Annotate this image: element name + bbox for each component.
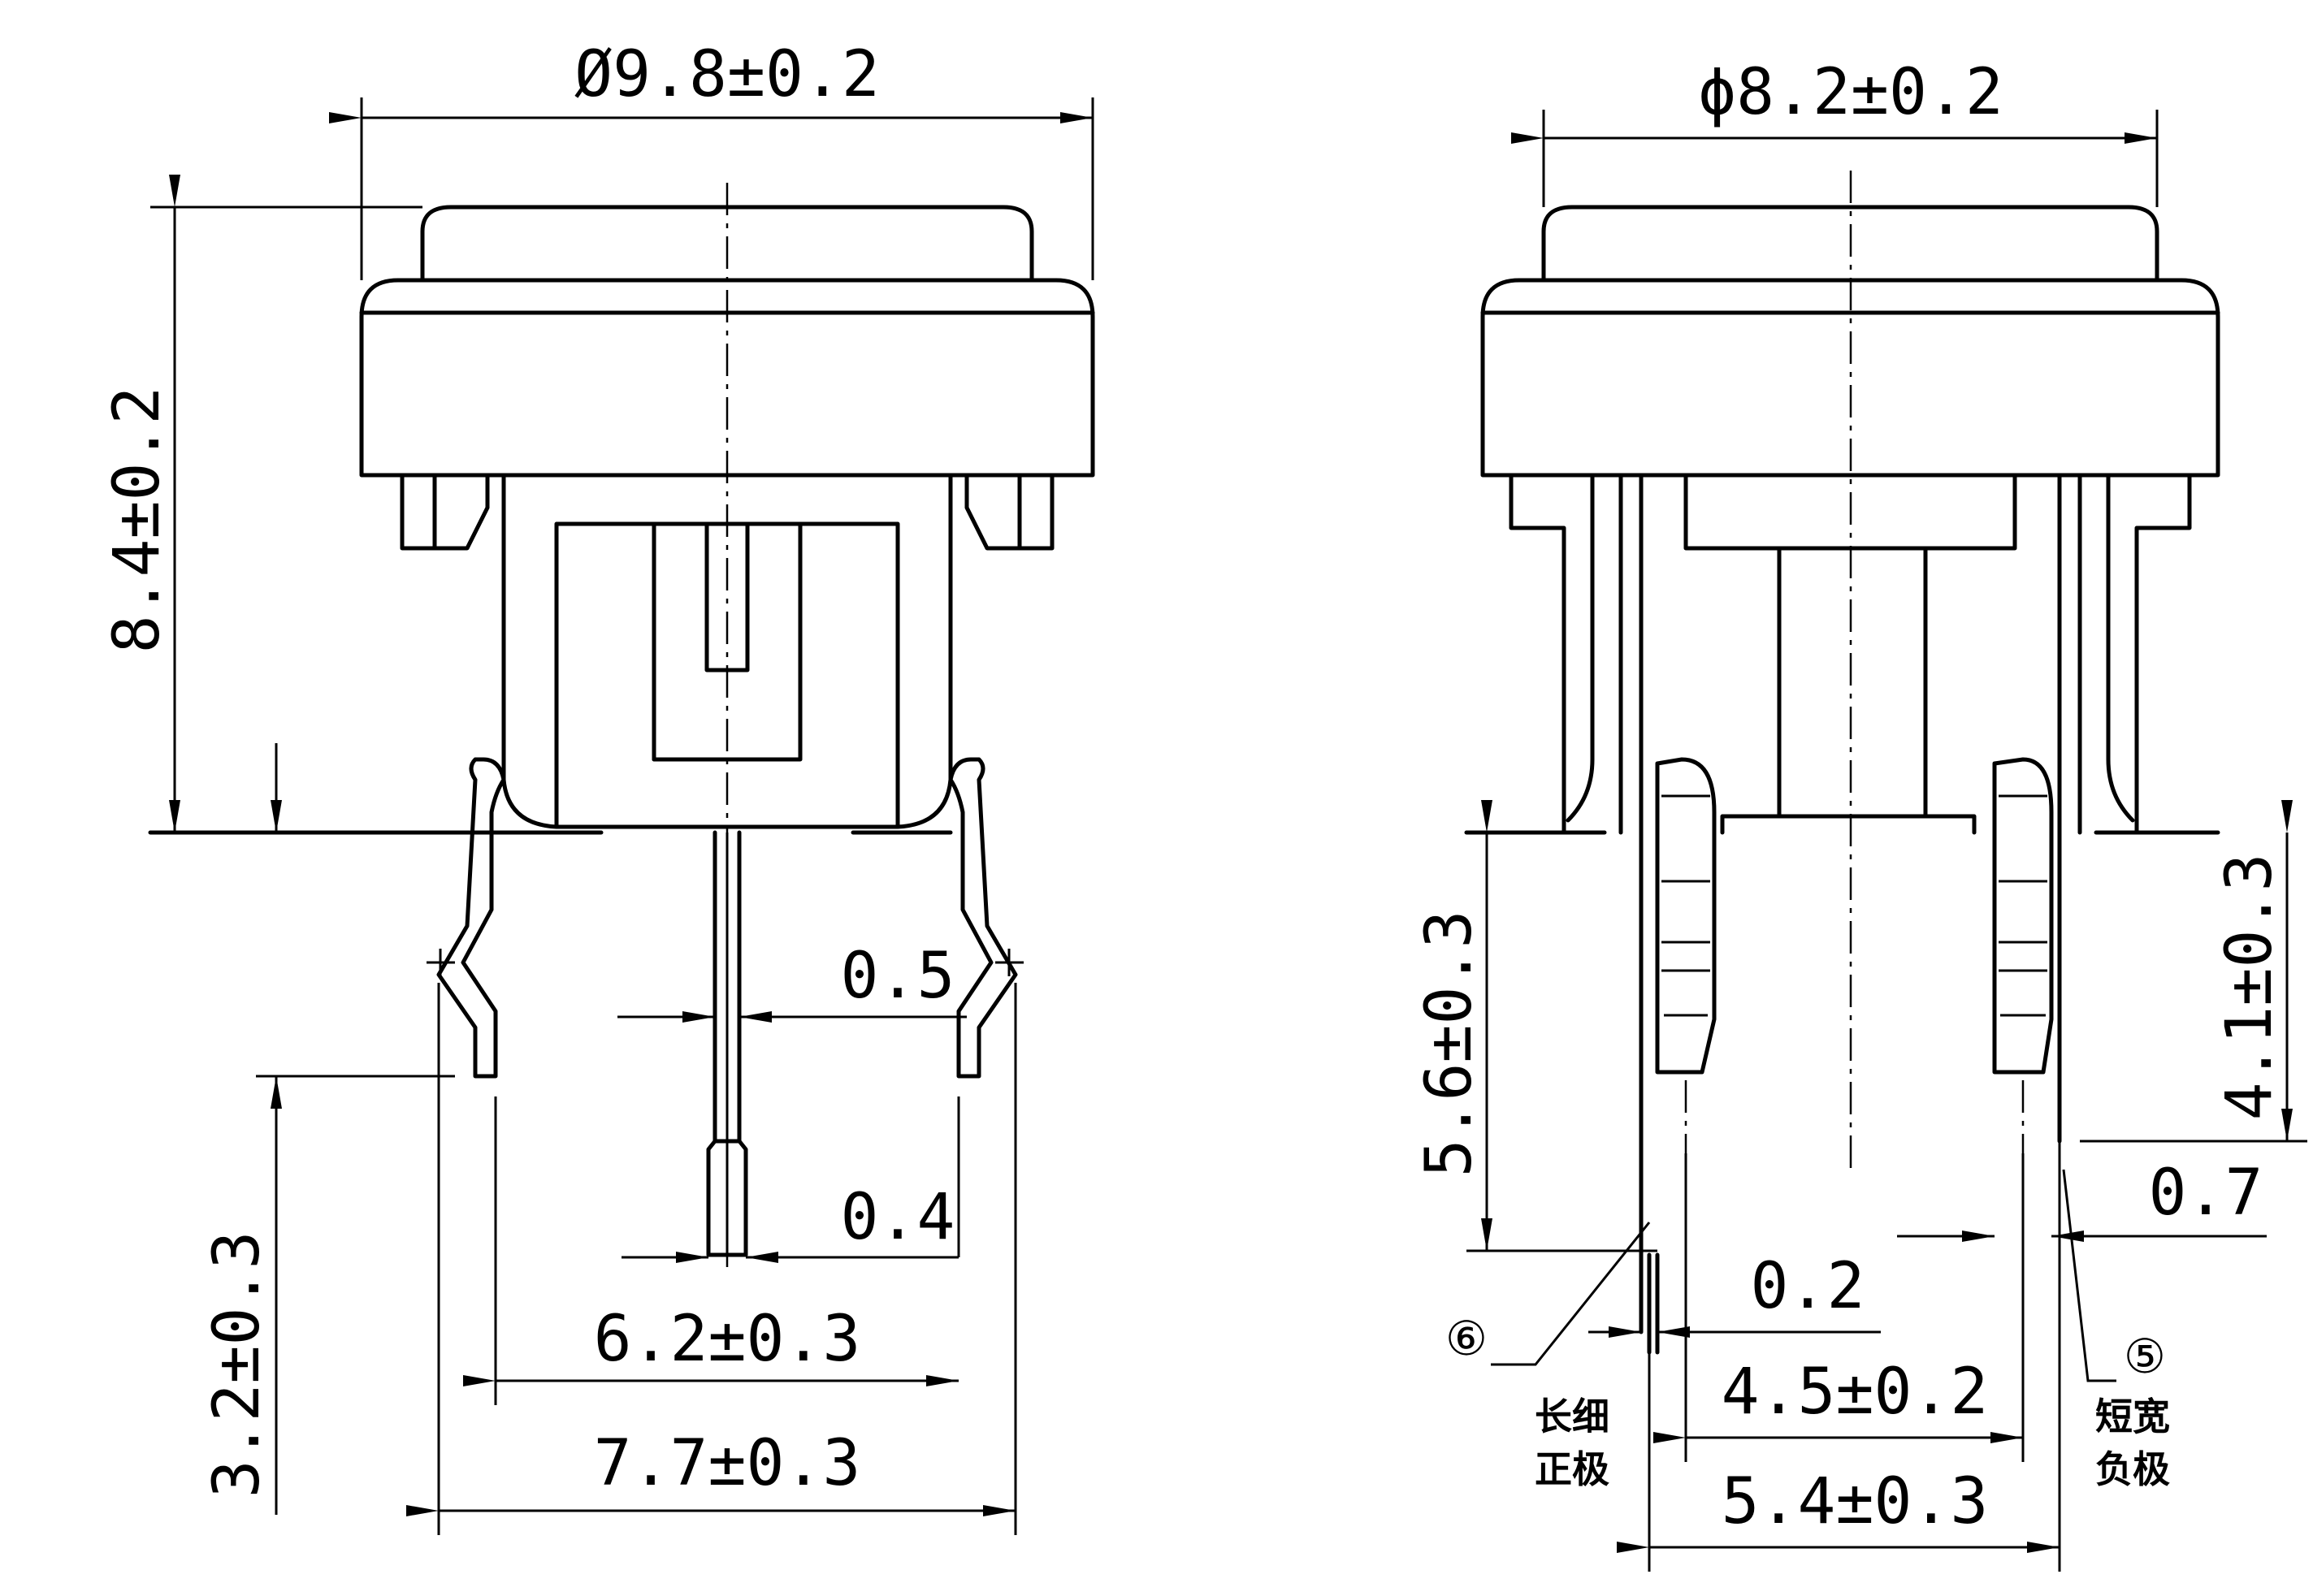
callout-5: ⑤ (2124, 1329, 2166, 1384)
dim-right-long-lead: 5.6±0.3 (1413, 910, 1486, 1178)
dim-left-protrusion: 3.2±0.3 (201, 1231, 274, 1499)
right-inner-block (1683, 473, 2017, 551)
callout-6: ⑥ (1445, 1311, 1488, 1366)
left-view: Ø9.8±0.2 8.4±0.2 3.2±0.3 0.5 0.4 6.2±0.3… (101, 38, 1095, 1535)
right-lead-positive (1655, 757, 1717, 1075)
label-negative-line2: 负极 (2095, 1447, 2170, 1491)
dim-right-inner-span: 4.5±0.2 (1722, 1356, 1989, 1429)
left-bent-lead-right (948, 757, 1018, 1079)
left-side-tab-right (964, 473, 1055, 551)
label-positive-line2: 正极 (1535, 1447, 1609, 1491)
dim-left-pin-width-lower: 0.4 (841, 1181, 955, 1254)
dim-left-height: 8.4±0.2 (101, 387, 174, 654)
dim-right-outer-span: 5.4±0.3 (1722, 1465, 1989, 1538)
dim-right-thickness-right: 0.7 (2149, 1157, 2263, 1230)
label-positive-line1: 长细 (1535, 1395, 1609, 1438)
dim-right-short-lead: 4.1±0.3 (2213, 854, 2286, 1121)
dim-right-thickness-left: 0.2 (1751, 1250, 1865, 1323)
dim-left-inner-span: 6.2±0.3 (594, 1303, 861, 1376)
dim-right-diameter: ϕ8.2±0.2 (1698, 56, 2003, 129)
left-side-tab-left (400, 473, 490, 551)
left-housing (359, 278, 1095, 478)
left-button-cap (420, 205, 1034, 283)
dim-left-diameter: Ø9.8±0.2 (574, 38, 880, 111)
left-bent-lead-left (436, 757, 506, 1079)
label-negative-line1: 短宽 (2095, 1395, 2170, 1438)
right-button-cap (1541, 205, 2159, 283)
dim-left-pin-width-upper: 0.5 (841, 940, 955, 1013)
dim-left-outer-span: 7.7±0.3 (594, 1427, 861, 1500)
right-housing (1480, 278, 2220, 478)
right-view: ϕ8.2±0.2 5.6±0.3 4.1±0.3 0.7 0.2 4.5±0.2… (1413, 56, 2307, 1572)
right-lead-negative (1992, 757, 2054, 1075)
